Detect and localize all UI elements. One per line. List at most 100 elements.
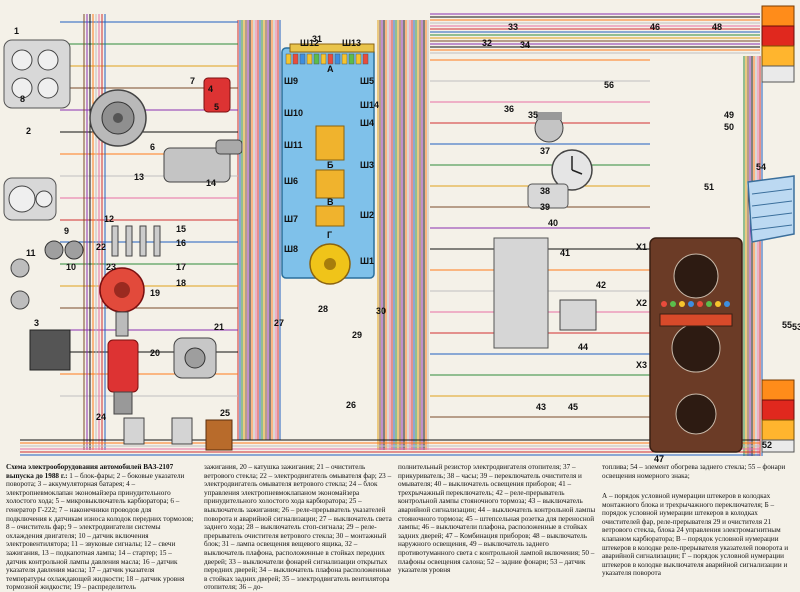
caption-column-1: Схема электрооборудования автомобилей ВА… [6,463,194,592]
component-number: 43 [536,402,546,412]
component-number: 12 [104,214,114,224]
module-label: Ш11 [284,140,303,150]
module-label: Ш4 [360,118,374,128]
indicator-lamp [706,301,712,307]
fan-motors [44,240,84,260]
component-number: 21 [214,322,224,332]
headlamp-left-top [3,39,71,109]
indicator-lamp [724,301,730,307]
module-label: Ш14 [360,100,379,110]
component-number: 52 [762,440,772,450]
module-label: Ш8 [284,244,298,254]
component-number: 29 [352,330,362,340]
component-number: 4 [208,84,213,94]
indicator-lamp [670,301,676,307]
caption-text-3: полнительный резистор электродвигателя о… [398,463,596,575]
module-label: Ш10 [284,108,303,118]
component-number: 54 [756,162,766,172]
starter [163,139,243,183]
indicator-dots [661,301,730,307]
component-number: 1 [14,26,19,36]
fuse-row [285,53,369,65]
component-number: 8 [20,94,25,104]
indicator-lamp [688,301,694,307]
component-number: 35 [528,110,538,120]
component-number: 19 [150,288,160,298]
fuse [320,53,327,65]
ignition-coil [107,339,139,415]
mounting-block [281,47,375,285]
fuse [341,53,348,65]
component-number: 40 [548,218,558,228]
component-number: 3 [34,318,39,328]
headlamp-right [527,183,569,209]
caption-column-3: полнительный резистор электродвигателя о… [398,463,596,575]
module-label: Ш3 [360,160,374,170]
component-number: 5 [214,102,219,112]
instrument-cluster [649,237,743,453]
component-number: 20 [150,348,160,358]
caption-column-2: зажигания, 20 – катушка зажигания; 21 – … [204,463,392,592]
module-label: Ш6 [284,176,298,186]
caption-text-1: 1 – блок-фары; 2 – боковые указатели пов… [6,471,194,592]
module-label: В [327,197,334,207]
component-number: 42 [596,280,606,290]
module-label: Ш12 [300,38,319,48]
module-label: Ш9 [284,76,298,86]
module-label: Ш7 [284,214,298,224]
indicator-lamp [697,301,703,307]
fuse [355,53,362,65]
component-number: 24 [96,412,106,422]
horns [10,258,30,310]
generator [89,89,147,147]
component-number: 32 [482,38,492,48]
caption-title: Схема электрооборудования автомобилей ВА… [6,463,174,480]
indicator-lamp [715,301,721,307]
module-label: Ш5 [360,76,374,86]
cluster-connector-label: X2 [636,298,647,308]
fuse [334,53,341,65]
component-number: 56 [604,80,614,90]
rear-lights-top [761,5,795,83]
fuse [327,53,334,65]
component-number: 39 [540,202,550,212]
rear-lights-bottom [761,379,795,453]
caption-notes-text: А – порядок условной нумерации штекеров … [602,492,789,578]
cluster-connector-label: X1 [636,242,647,252]
headlamp-left-bottom [3,177,57,221]
indicator-lamp [661,301,667,307]
module-label: Б [327,160,334,170]
component-number: 41 [560,248,570,258]
component-number: 37 [540,146,550,156]
component-number: 31 [312,34,322,44]
component-number: 55 [782,320,792,330]
component-number: 47 [654,454,664,464]
battery [29,329,71,371]
indicator-lamp [679,301,685,307]
module-label: Ш1 [360,256,374,266]
component-number: 50 [724,122,734,132]
component-number: 26 [346,400,356,410]
module-label: Ш13 [342,38,361,48]
caption-text-2: зажигания, 20 – катушка зажигания; 21 – … [204,463,392,592]
distributor [99,267,145,337]
relays-bottom [123,417,233,451]
component-number: 15 [176,224,186,234]
component-number: 13 [134,172,144,182]
ignition-coil-top [203,77,231,113]
spark-plugs [111,225,161,257]
relay-slots [315,125,345,227]
caption-text-4: топлива; 54 – элемент обогрева заднего с… [602,463,786,480]
rear-heater-relay [559,299,597,331]
component-number: 46 [650,22,660,32]
component-number: 7 [190,76,195,86]
component-number: 27 [274,318,284,328]
component-number: 23 [106,262,116,272]
component-number: 53 [792,322,800,332]
component-number: 18 [176,278,186,288]
module-label: А [327,64,334,74]
fuse [299,53,306,65]
component-number: 44 [578,342,588,352]
